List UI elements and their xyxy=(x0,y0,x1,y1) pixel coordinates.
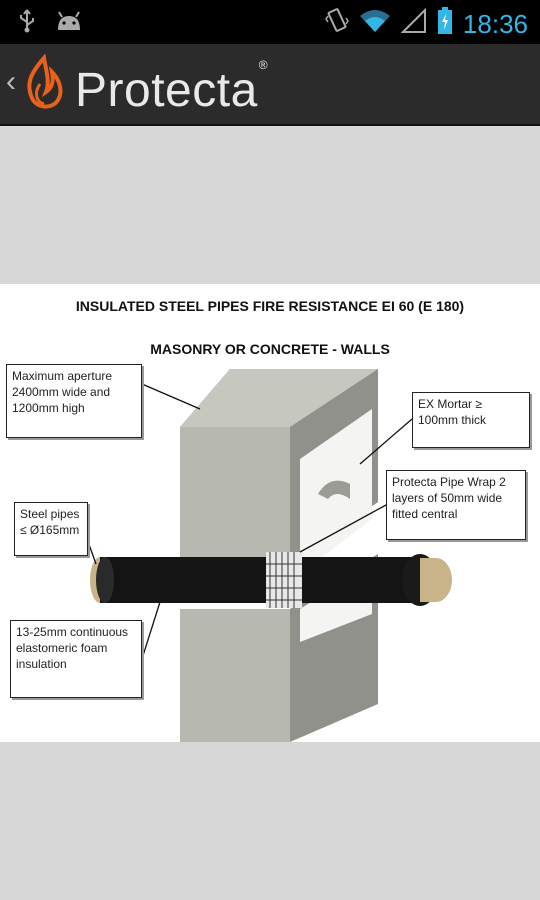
wall-pipe-illustration xyxy=(85,369,452,742)
wall-lower-front-face xyxy=(180,609,290,742)
callout-steel-pipes: Steel pipes ≤ Ø165mm xyxy=(14,502,88,556)
android-icon xyxy=(54,10,84,37)
status-bar: 18:36 xyxy=(0,0,540,44)
foam-insulation xyxy=(100,557,420,603)
callout-aperture: Maximum aperture 2400mm wide and 1200mm … xyxy=(6,364,142,438)
wall-front-face xyxy=(180,427,290,562)
usb-icon xyxy=(16,8,38,39)
flame-logo-icon[interactable] xyxy=(22,53,66,119)
status-time: 18:36 xyxy=(462,8,528,39)
battery-icon xyxy=(437,7,453,40)
diagram-image: INSULATED STEEL PIPES FIRE RESISTANCE EI… xyxy=(0,284,540,742)
app-title[interactable]: Protecta® xyxy=(75,58,269,117)
callout-foam-insulation: 13-25mm continuous elastomeric foam insu… xyxy=(10,620,142,698)
diagram-title: INSULATED STEEL PIPES FIRE RESISTANCE EI… xyxy=(75,298,465,314)
signal-icon xyxy=(400,7,427,39)
wifi-icon xyxy=(359,8,391,39)
callout-ex-mortar: EX Mortar ≥ 100mm thick xyxy=(412,392,530,448)
callout-pipe-wrap: Protecta Pipe Wrap 2 layers of 50mm wide… xyxy=(386,470,526,540)
action-bar: ‹ Protecta® xyxy=(0,44,540,126)
pipe-wrap-band xyxy=(266,552,302,608)
diagram-subtitle: MASONRY OR CONCRETE - WALLS xyxy=(150,341,390,357)
vibrate-icon xyxy=(325,6,349,41)
back-chevron-icon[interactable]: ‹ xyxy=(6,65,16,98)
